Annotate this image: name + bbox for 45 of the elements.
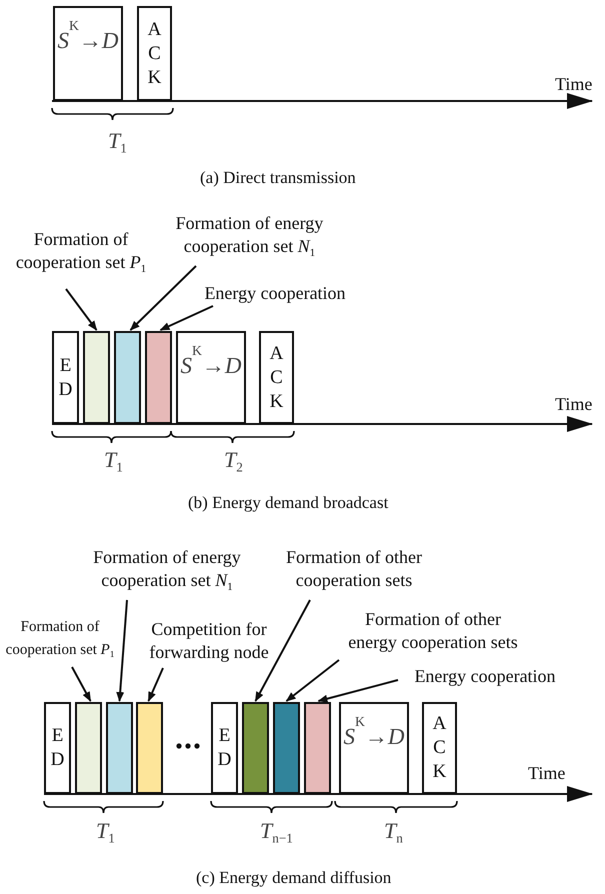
leader-arrow xyxy=(130,265,197,331)
annotation-text: Formation of energy cooperation set N$_{1}$ xyxy=(162,212,337,258)
interval-label: T$_{1}$ xyxy=(104,447,123,473)
caption: (c) Energy demand diffusion xyxy=(196,868,392,888)
interval-label: T$_{1}$ xyxy=(96,818,115,844)
leader-arrow xyxy=(318,679,398,703)
phase-slot xyxy=(304,702,331,794)
leader-arrow xyxy=(116,600,128,702)
caption: (b) Energy demand broadcast xyxy=(188,493,388,513)
phase-slot xyxy=(106,702,133,794)
leader-arrow xyxy=(148,668,164,702)
axis-label: Time xyxy=(528,763,566,784)
time-slot: ED xyxy=(44,702,71,794)
time-slot: ACK xyxy=(137,6,172,101)
annotation-text: Energy cooperation xyxy=(400,665,570,688)
leader-arrow xyxy=(65,288,98,331)
time-slot: ACK xyxy=(422,702,457,794)
interval-label: T$_{1}$ xyxy=(108,128,127,154)
annotation-text: Formation of other cooperation sets xyxy=(270,546,438,592)
interval-label: T$_{n}$ xyxy=(384,818,403,844)
annotation-text: Formation of cooperation set P$_{1}$ xyxy=(0,616,120,662)
phase-slot xyxy=(83,331,110,424)
annotation-text: Formation of energy cooperation set N$_{1}$ xyxy=(78,546,256,592)
phase-slot xyxy=(273,702,300,794)
annotation-text: Energy cooperation xyxy=(190,282,360,305)
interval-label: T$_{n−1}$ xyxy=(260,818,293,844)
phase-slot xyxy=(242,702,269,794)
phase-slot xyxy=(75,702,102,794)
phase-slot xyxy=(136,702,163,794)
annotation-text: Formation of other energy cooperation sets xyxy=(340,608,526,654)
time-slot: ED xyxy=(52,331,79,424)
axis-label: Time xyxy=(555,394,592,415)
leader-arrow xyxy=(254,600,311,702)
leader-arrow xyxy=(71,666,92,702)
time-slot: ACK xyxy=(259,331,294,424)
interval-label: T$_{2}$ xyxy=(224,447,243,473)
axis-label: Time xyxy=(555,74,592,95)
phase-slot xyxy=(145,331,172,424)
annotation-text: Competition for forwarding node xyxy=(136,618,282,664)
time-slot: ED xyxy=(211,702,238,794)
caption: (a) Direct transmission xyxy=(200,168,356,188)
leader-arrow xyxy=(286,659,340,702)
leader-arrow xyxy=(160,305,214,331)
annotation-text: Formation of cooperation set P$_{1}$ xyxy=(6,228,156,274)
phase-slot xyxy=(114,331,141,424)
